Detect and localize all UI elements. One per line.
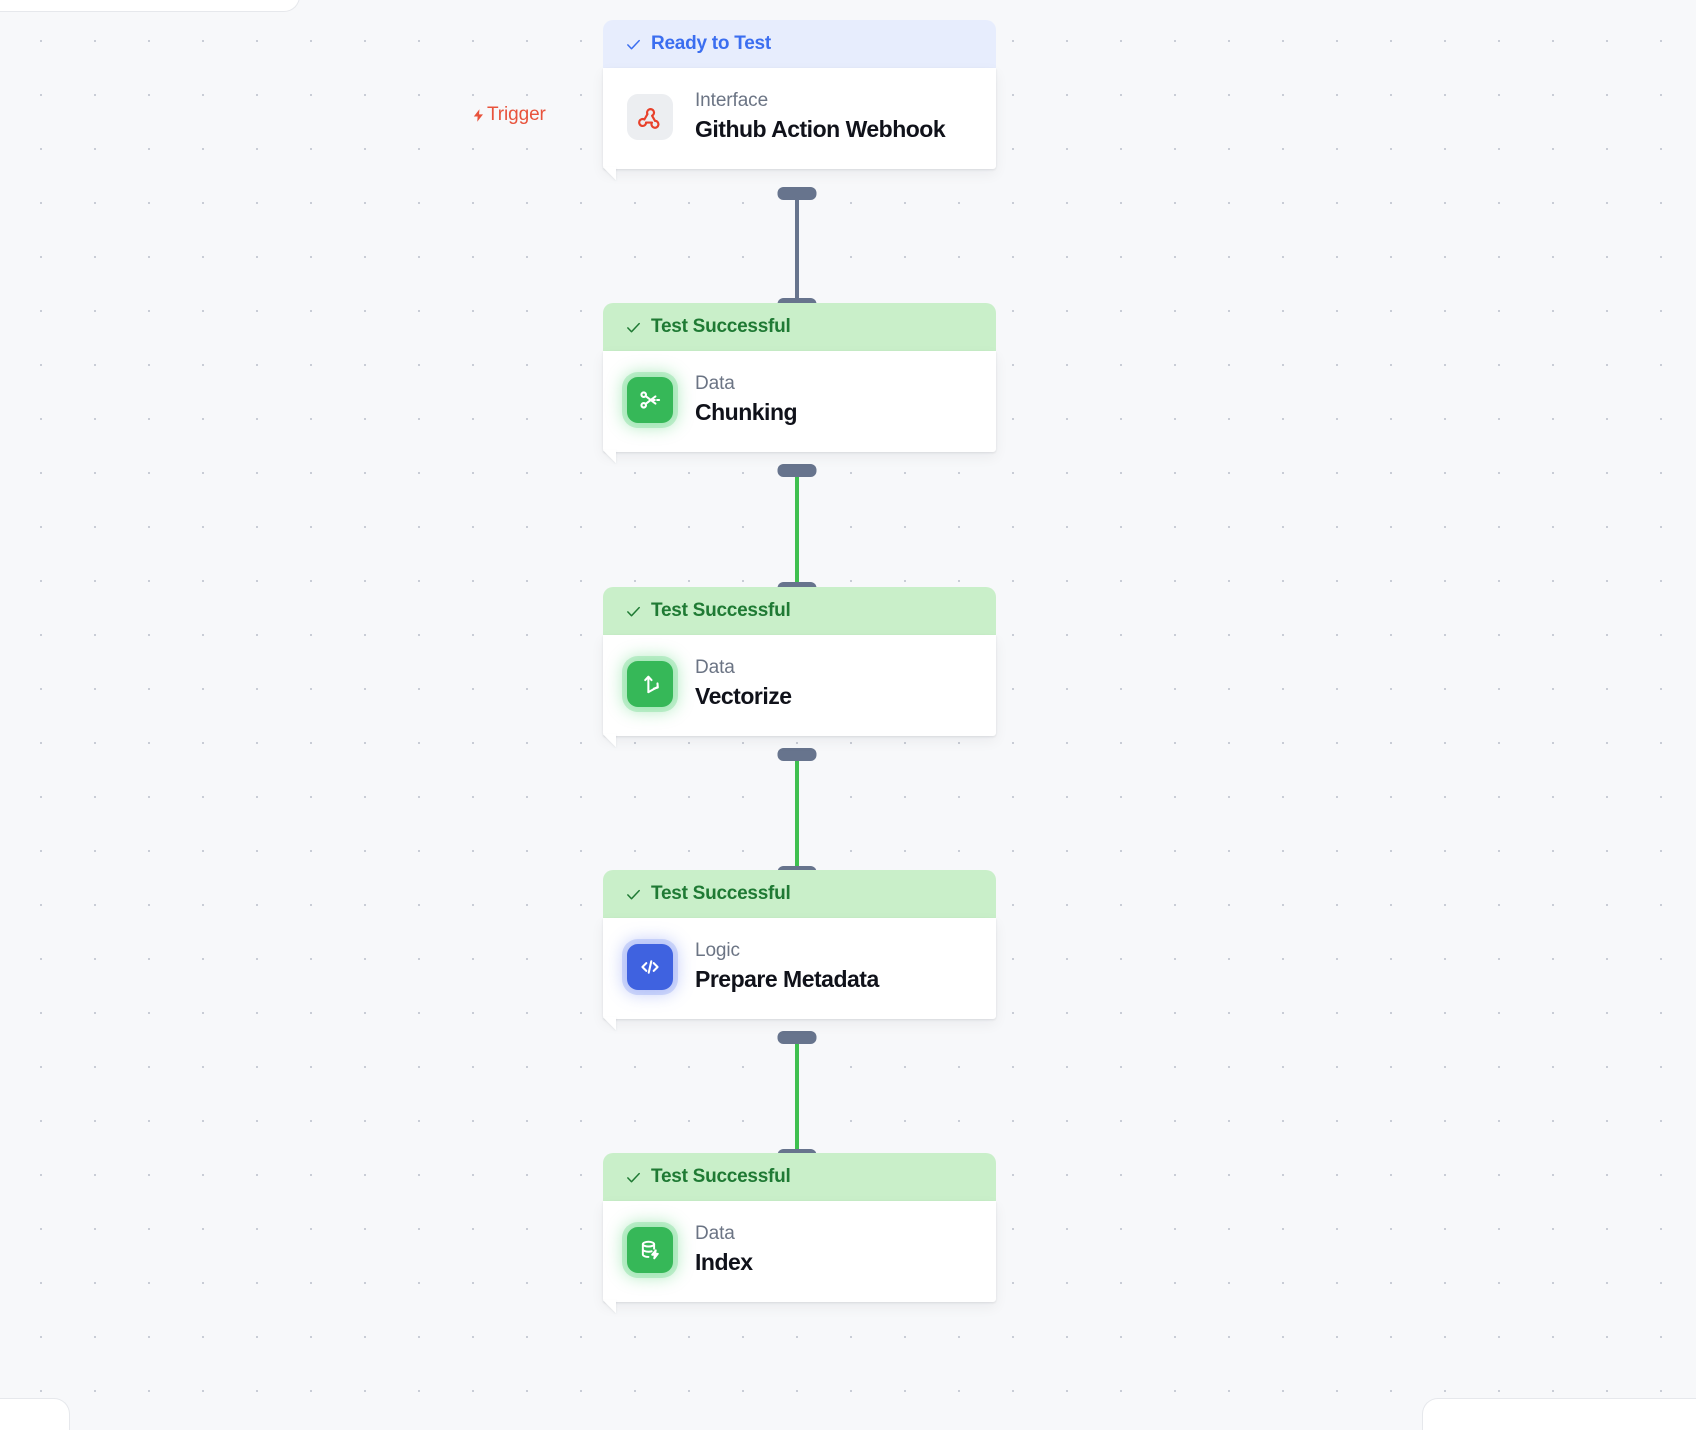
edge-prepare-metadata-to-index[interactable] <box>777 1031 817 1162</box>
node-status-badge: Test Successful <box>603 1153 996 1201</box>
workflow-node-index[interactable]: Test Successful Data Index <box>603 1153 996 1303</box>
node-kind-label: Interface <box>695 90 769 111</box>
node-status-badge: Test Successful <box>603 870 996 918</box>
code-brackets-icon <box>627 943 673 990</box>
node-card[interactable]: Logic Prepare Metadata <box>603 918 996 1020</box>
edge-line <box>795 194 799 304</box>
node-text: Data Vectorize <box>695 657 792 710</box>
node-title-label: Vectorize <box>695 682 792 709</box>
node-text: Interface Github Action Webhook <box>695 90 946 143</box>
node-card[interactable]: Data Vectorize <box>603 635 996 737</box>
top-left-panel <box>0 0 300 12</box>
node-card[interactable]: Interface Github Action Webhook <box>603 68 996 170</box>
workflow-node-chunking[interactable]: Test Successful Data Chunking <box>603 303 996 453</box>
bottom-right-panel <box>1422 1398 1696 1430</box>
node-kind-label: Data <box>695 657 735 678</box>
node-status-label: Test Successful <box>651 883 791 904</box>
node-status-label: Ready to Test <box>651 33 771 54</box>
workflow-node-prepare-metadata[interactable]: Test Successful Logic Prepare Metadata <box>603 870 996 1020</box>
edge-handle-source[interactable] <box>777 1031 817 1044</box>
edge-handle-source[interactable] <box>777 748 817 761</box>
lightning-bolt-icon <box>471 106 486 125</box>
edge-handle-source[interactable] <box>777 187 817 200</box>
node-card[interactable]: Data Index <box>603 1201 996 1303</box>
edge-webhook-to-chunking[interactable] <box>777 187 817 311</box>
node-title-label: Index <box>695 1248 753 1275</box>
workflow-node-github-action-webhook[interactable]: Ready to Test Interface Github Action We… <box>603 20 996 170</box>
node-text: Data Index <box>695 1223 753 1276</box>
node-text: Data Chunking <box>695 373 798 426</box>
check-icon <box>625 36 642 53</box>
node-status-label: Test Successful <box>651 600 791 621</box>
node-kind-label: Logic <box>695 940 740 961</box>
edge-line <box>795 1038 799 1155</box>
edge-chunking-to-vectorize[interactable] <box>777 464 817 595</box>
edge-line <box>795 755 799 872</box>
node-status-label: Test Successful <box>651 1166 791 1187</box>
node-title-label: Prepare Metadata <box>695 965 879 992</box>
node-title-label: Github Action Webhook <box>695 115 946 142</box>
node-kind-label: Data <box>695 373 735 394</box>
trigger-label: Trigger <box>487 104 546 125</box>
check-icon <box>625 886 642 903</box>
check-icon <box>625 319 642 336</box>
node-status-label: Test Successful <box>651 316 791 337</box>
edge-handle-source[interactable] <box>777 464 817 477</box>
vector-axes-icon <box>627 660 673 707</box>
check-icon <box>625 1169 642 1186</box>
edge-vectorize-to-prepare-metadata[interactable] <box>777 748 817 879</box>
node-status-badge: Test Successful <box>603 303 996 351</box>
node-title-label: Chunking <box>695 398 798 425</box>
workflow-node-vectorize[interactable]: Test Successful Data Vectorize <box>603 587 996 737</box>
webhook-icon <box>627 93 673 140</box>
check-icon <box>625 603 642 620</box>
node-status-badge: Test Successful <box>603 587 996 635</box>
node-kind-label: Data <box>695 1223 735 1244</box>
node-card[interactable]: Data Chunking <box>603 351 996 453</box>
edge-line <box>795 471 799 588</box>
trigger-badge: Trigger <box>471 104 546 126</box>
database-bolt-icon <box>627 1226 673 1273</box>
node-status-badge: Ready to Test <box>603 20 996 68</box>
node-text: Logic Prepare Metadata <box>695 940 879 993</box>
scissors-cut-icon <box>627 376 673 423</box>
bottom-left-panel <box>0 1398 70 1430</box>
